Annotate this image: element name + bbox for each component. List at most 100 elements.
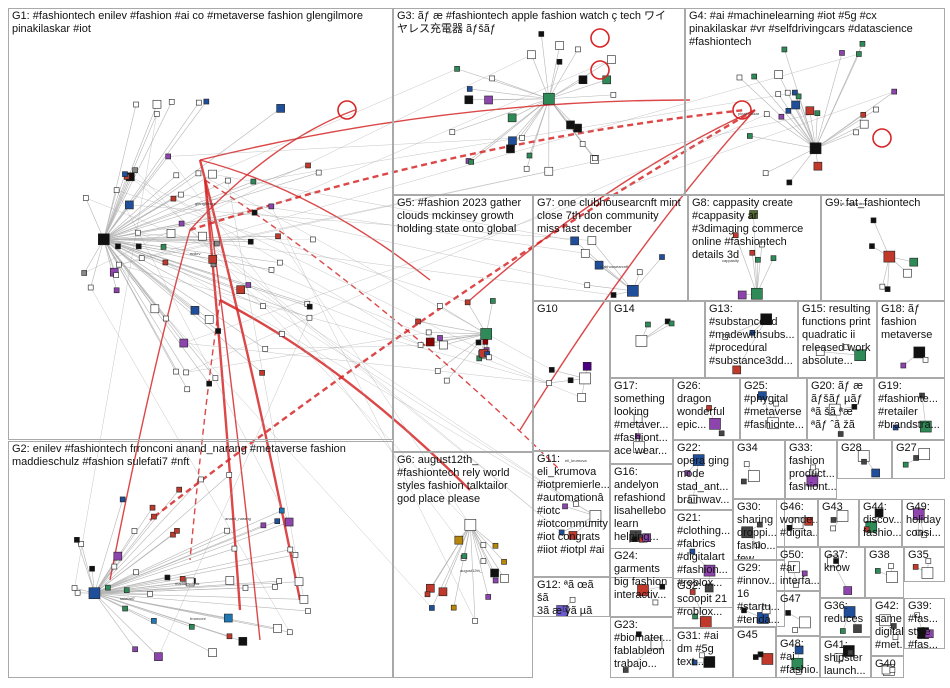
user-node[interactable]: [914, 612, 921, 619]
user-node[interactable]: [486, 354, 492, 361]
user-node[interactable]: [74, 537, 80, 543]
user-node[interactable]: [622, 667, 629, 673]
user-node[interactable]: [659, 254, 665, 260]
user-node[interactable]: [859, 40, 866, 47]
user-node[interactable]: [741, 526, 753, 539]
user-node[interactable]: [913, 455, 919, 461]
user-node[interactable]: [575, 46, 581, 53]
user-node[interactable]: [490, 568, 499, 578]
user-node[interactable]: [891, 88, 898, 95]
user-node[interactable]: [153, 111, 160, 117]
user-node[interactable]: [749, 329, 756, 336]
user-node[interactable]: [278, 507, 285, 514]
user-node[interactable]: [251, 209, 258, 216]
user-node[interactable]: [709, 418, 721, 430]
user-node[interactable]: [287, 546, 294, 553]
user-node[interactable]: [206, 380, 212, 387]
user-node[interactable]: [449, 129, 456, 135]
user-node[interactable]: [268, 203, 275, 210]
user-node[interactable]: [706, 405, 712, 411]
user-node[interactable]: [468, 159, 475, 165]
user-node[interactable]: [579, 141, 586, 147]
user-node[interactable]: [437, 335, 443, 341]
user-node[interactable]: [847, 649, 854, 656]
user-node[interactable]: [732, 232, 739, 238]
user-node[interactable]: [791, 517, 804, 530]
user-node[interactable]: [870, 217, 877, 224]
user-node[interactable]: [168, 99, 175, 105]
user-node[interactable]: [208, 169, 217, 179]
user-node[interactable]: [480, 542, 487, 548]
user-node[interactable]: [125, 200, 134, 210]
user-node[interactable]: [610, 92, 617, 98]
user-node[interactable]: [250, 178, 257, 185]
user-node[interactable]: [164, 574, 171, 581]
user-node[interactable]: [485, 594, 492, 600]
user-node[interactable]: [902, 461, 909, 468]
user-node[interactable]: [645, 321, 651, 328]
user-node[interactable]: [500, 574, 509, 583]
user-node[interactable]: [162, 259, 169, 266]
user-node[interactable]: [747, 133, 753, 139]
user-node[interactable]: [492, 577, 499, 584]
user-node[interactable]: [801, 570, 808, 577]
user-node[interactable]: [749, 210, 758, 219]
user-node[interactable]: [578, 75, 588, 85]
user-node[interactable]: [450, 604, 457, 611]
user-node[interactable]: [133, 569, 139, 576]
user-node[interactable]: [775, 91, 782, 97]
user-node[interactable]: [912, 564, 919, 570]
user-node[interactable]: [74, 589, 81, 596]
user-node[interactable]: [273, 624, 282, 633]
user-node[interactable]: [704, 583, 714, 593]
user-node[interactable]: [482, 339, 489, 345]
user-node[interactable]: [279, 331, 285, 337]
user-node[interactable]: [122, 605, 128, 612]
user-node[interactable]: [236, 285, 245, 295]
user-node[interactable]: [277, 259, 283, 266]
user-node[interactable]: [215, 328, 221, 334]
user-node[interactable]: [703, 656, 716, 668]
user-node[interactable]: [492, 542, 499, 549]
user-node[interactable]: [188, 623, 195, 630]
user-node[interactable]: [208, 648, 217, 657]
user-node[interactable]: [805, 106, 815, 116]
user-node[interactable]: [113, 272, 119, 278]
user-node[interactable]: [785, 610, 791, 616]
user-node[interactable]: [889, 667, 896, 673]
user-node[interactable]: [610, 292, 617, 298]
user-node[interactable]: [830, 517, 837, 523]
user-node[interactable]: [763, 111, 770, 117]
user-node[interactable]: [105, 584, 111, 591]
user-node[interactable]: [238, 637, 248, 646]
user-node[interactable]: [567, 377, 574, 384]
user-node[interactable]: [78, 541, 85, 547]
user-node[interactable]: [147, 591, 153, 597]
user-node[interactable]: [577, 393, 586, 402]
user-node[interactable]: [438, 587, 448, 597]
user-node[interactable]: [918, 448, 931, 460]
user-node[interactable]: [703, 564, 716, 577]
user-node[interactable]: [890, 623, 897, 629]
user-node[interactable]: [834, 653, 844, 662]
user-node[interactable]: [260, 522, 267, 529]
user-node[interactable]: [305, 608, 311, 614]
user-node[interactable]: [761, 653, 774, 665]
user-node[interactable]: [262, 346, 269, 352]
user-node[interactable]: [224, 177, 231, 184]
user-node[interactable]: [792, 627, 798, 633]
user-node[interactable]: [804, 516, 813, 526]
user-node[interactable]: [637, 584, 649, 597]
user-node[interactable]: [631, 536, 638, 542]
user-node[interactable]: [828, 403, 841, 416]
user-node[interactable]: [434, 368, 441, 374]
user-node[interactable]: [795, 669, 802, 675]
user-node[interactable]: [774, 70, 784, 79]
user-node[interactable]: [913, 346, 926, 359]
user-node[interactable]: [88, 587, 101, 600]
user-node[interactable]: [464, 95, 474, 105]
user-node[interactable]: [751, 287, 763, 300]
user-node[interactable]: [642, 533, 651, 542]
user-node[interactable]: [813, 468, 819, 475]
user-node[interactable]: [689, 589, 696, 595]
